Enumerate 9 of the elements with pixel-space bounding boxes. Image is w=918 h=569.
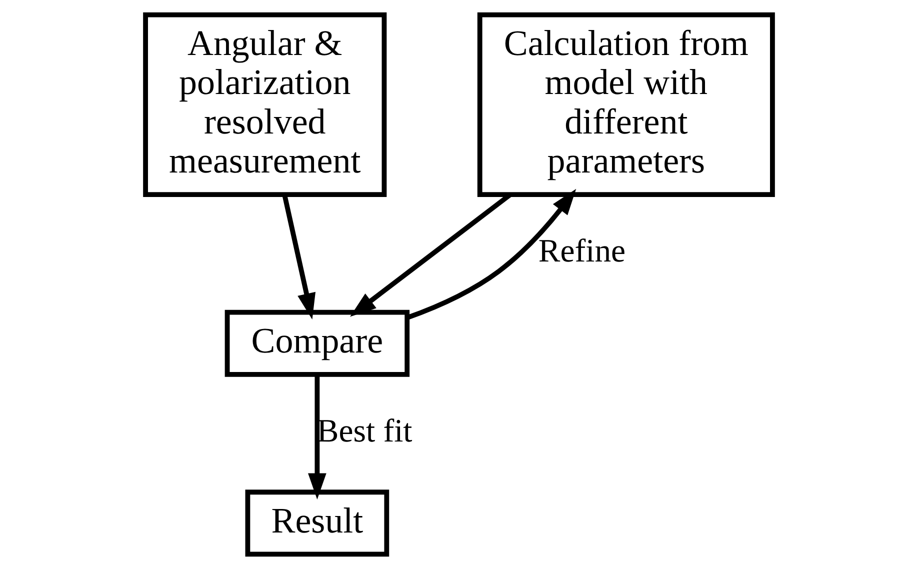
node-box: Calculation from model with different parameters [477,12,775,198]
node-box: Compare [224,310,410,377]
edge-label: Refine [538,234,626,270]
arrow [308,374,326,500]
edge-label: Best fit [316,413,412,450]
arrow [406,188,576,320]
node-box: Result [245,490,390,557]
node-box: Angular & polarization resolved measurement [143,12,387,198]
arrow [282,194,316,320]
